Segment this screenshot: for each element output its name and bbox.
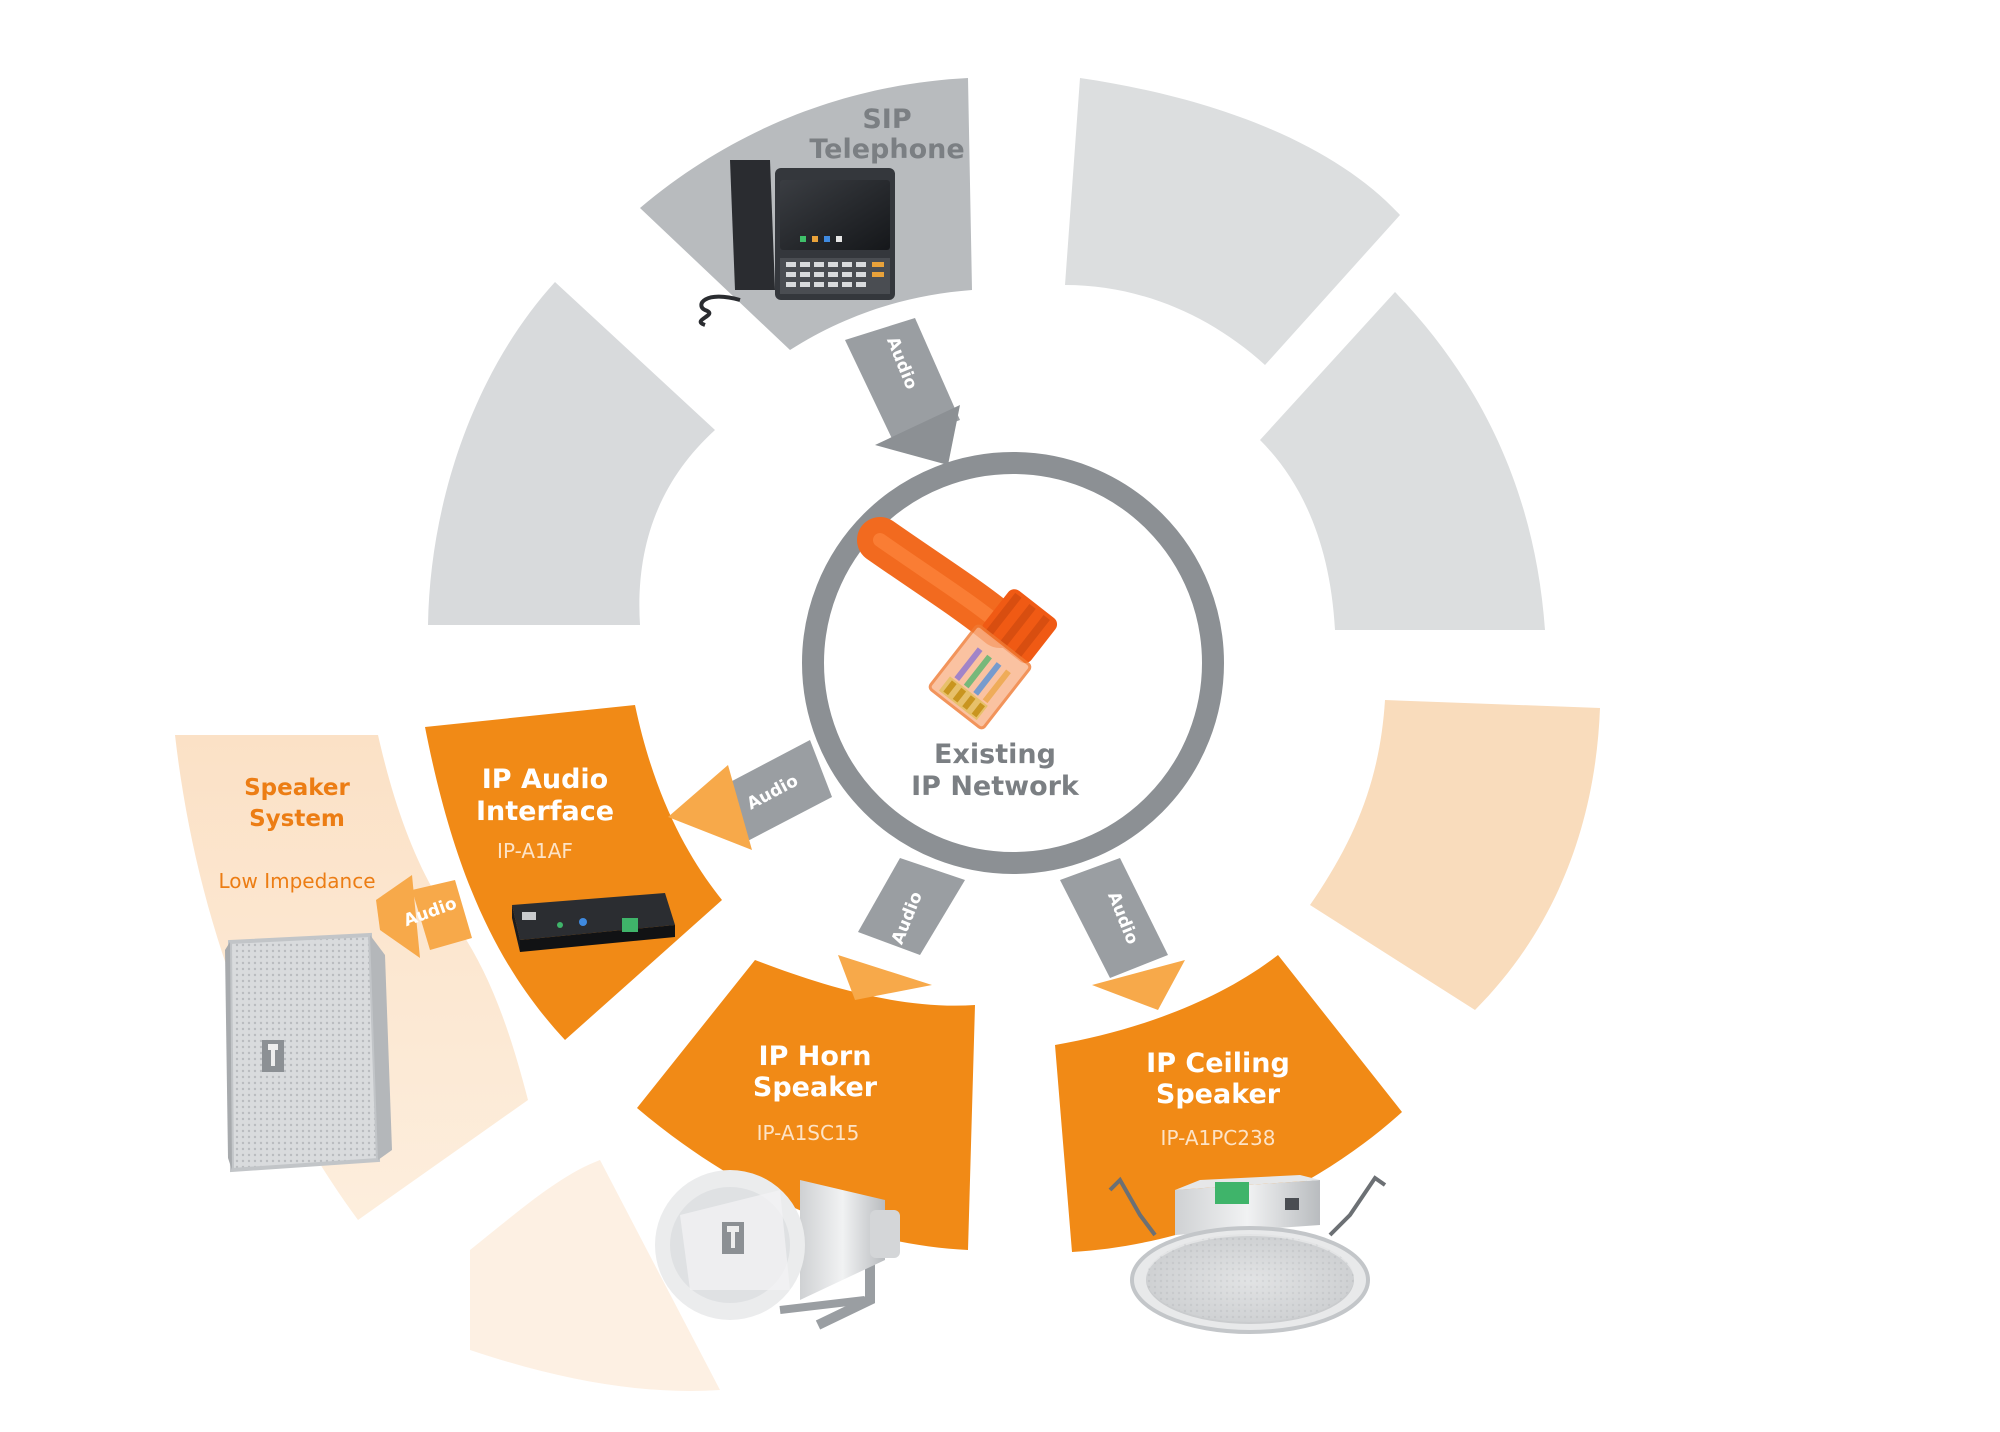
center-label-line2: IP Network (911, 771, 1080, 802)
ip-horn-speaker-model: IP-A1SC15 (757, 1121, 860, 1145)
ring-segment-left (428, 282, 715, 625)
speaker-system-label-line2: System (249, 806, 345, 832)
sip-telephone-label-line1: SIP (862, 104, 911, 135)
ring-segment-bottom-faint (470, 1160, 720, 1391)
speaker-system-note: Low Impedance (218, 869, 375, 893)
center-label-line1: Existing (934, 739, 1056, 770)
speaker-system-label-line1: Speaker (244, 775, 350, 801)
ethernet-cable-icon (857, 517, 1058, 730)
ring-segment-ip-horn-speaker (637, 960, 975, 1250)
ip-horn-speaker-label-line2: Speaker (753, 1072, 878, 1103)
audio-interface-box-icon (512, 893, 675, 952)
arrow-interface-to-speaker: Audio (376, 875, 472, 958)
horn-speaker-icon (655, 1170, 900, 1330)
ip-ceiling-speaker-model: IP-A1PC238 (1161, 1126, 1276, 1150)
ring-segment-bottom-right (1310, 700, 1600, 1010)
ip-audio-interface-label-line2: Interface (476, 796, 614, 827)
ring-segment-top-right (1065, 78, 1400, 365)
arrow-phone-to-network: Audio (845, 318, 960, 465)
ring-segment-right (1260, 292, 1545, 630)
ip-ceiling-speaker-label-line2: Speaker (1156, 1079, 1281, 1110)
ip-audio-interface-label-line1: IP Audio (482, 764, 608, 795)
ip-horn-speaker-label-line1: IP Horn (759, 1041, 872, 1072)
ip-audio-interface-model: IP-A1AF (497, 839, 573, 863)
sip-telephone-label-line2: Telephone (809, 134, 964, 165)
arrow-network-to-interface: Audio (668, 740, 832, 850)
wall-speaker-icon (225, 932, 392, 1173)
ring-segment-ip-audio-interface (425, 705, 722, 1040)
arrow-network-to-horn: Audio (838, 858, 965, 1000)
desk-phone-icon (698, 160, 895, 327)
ip-ceiling-speaker-label-line1: IP Ceiling (1146, 1048, 1290, 1079)
ring-segment-ip-ceiling-speaker (1055, 955, 1402, 1252)
arrow-network-to-ceiling: Audio (1060, 858, 1185, 1010)
ceiling-speaker-icon (1108, 1175, 1387, 1334)
